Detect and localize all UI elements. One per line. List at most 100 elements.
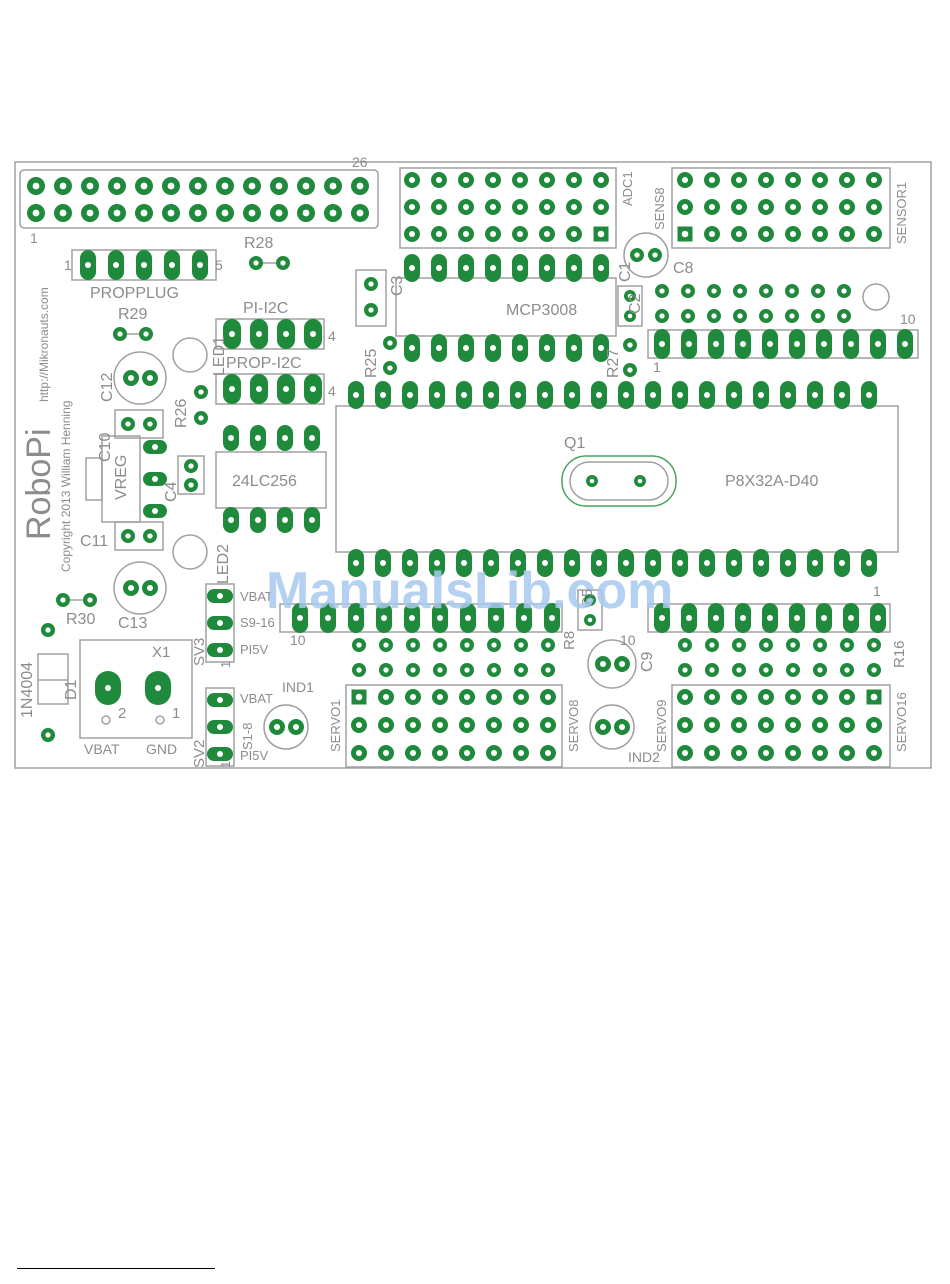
pad-hole <box>325 615 331 621</box>
pad-hole <box>273 723 281 731</box>
pad-hole <box>839 392 845 398</box>
pad-hole <box>437 615 443 621</box>
pad-hole <box>543 203 551 211</box>
pad-hole <box>870 693 878 701</box>
label-gnd-bottom: GND <box>146 741 177 757</box>
pad-hole <box>152 476 158 482</box>
sensor-header-outline <box>671 167 891 249</box>
pad-hole <box>650 392 656 398</box>
prop-i2c-outline <box>215 373 325 405</box>
pad-hole <box>302 182 310 190</box>
pad-hole <box>517 721 525 729</box>
pad-hole <box>713 341 719 347</box>
pad-hole <box>409 345 415 351</box>
pad-hole <box>708 176 716 184</box>
c9-outline <box>587 639 637 689</box>
pad-hole <box>817 667 823 673</box>
pad-hole <box>543 230 551 238</box>
pad-hole <box>789 176 797 184</box>
silkscreen-labels: 26 1 PROPPLUG 1 5 R28 R29 PI-I2C 4 PROP-… <box>19 154 916 768</box>
pad-hole <box>871 667 877 673</box>
pad-hole <box>737 313 743 319</box>
pad-hole <box>763 313 769 319</box>
pad-hole <box>283 386 289 392</box>
q1-inner <box>569 461 669 501</box>
pad-hole <box>627 367 633 373</box>
pad-hole <box>255 517 261 523</box>
pad-hole <box>871 642 877 648</box>
pad-hole <box>816 749 824 757</box>
pad-hole <box>708 749 716 757</box>
pad-hole <box>816 693 824 701</box>
c10-outline <box>114 409 164 439</box>
pad-hole <box>517 693 525 701</box>
pad-hole <box>368 307 374 313</box>
pad-hole <box>248 182 256 190</box>
pad-hole <box>140 209 148 217</box>
pad-hole <box>681 230 689 238</box>
pad-hole <box>785 560 791 566</box>
pad-hole <box>280 260 286 266</box>
pad-hole <box>704 392 710 398</box>
pad-hole <box>681 693 689 701</box>
pad-hole <box>229 386 235 392</box>
vreg-tab <box>85 457 103 501</box>
label-c2: C2 <box>627 293 644 314</box>
label-eeprom: 24LC256 <box>232 473 297 490</box>
label-servo-row-10-right: 10 <box>620 632 636 648</box>
pad-hole <box>464 667 470 673</box>
pad-hole <box>681 176 689 184</box>
pad-hole <box>155 685 161 691</box>
label-x1: X1 <box>152 644 170 661</box>
pad-hole <box>141 262 147 268</box>
pad-hole <box>737 288 743 294</box>
pad-hole <box>368 281 374 287</box>
label-c1: C1 <box>617 261 634 282</box>
label-r29: R29 <box>118 306 147 323</box>
pads <box>27 172 913 761</box>
pad-hole <box>490 721 498 729</box>
pad-hole <box>382 749 390 757</box>
label-sv2-vbat: VBAT <box>240 691 273 706</box>
pad-hole <box>465 615 471 621</box>
component-outlines <box>14 161 932 769</box>
pad-hole <box>217 751 223 757</box>
pad-hole <box>409 693 417 701</box>
pad-hole <box>570 230 578 238</box>
pad-hole <box>844 642 850 648</box>
sv3-outline <box>205 583 235 663</box>
label-vreg: VREG <box>113 455 130 500</box>
led1-outline <box>172 337 208 373</box>
pad-hole <box>32 209 40 217</box>
pad-hole <box>623 392 629 398</box>
pad-hole <box>544 693 552 701</box>
pad-hole <box>709 642 715 648</box>
pad-hole <box>297 615 303 621</box>
pad-hole <box>146 584 154 592</box>
pad-hole <box>866 392 872 398</box>
pad-hole <box>544 749 552 757</box>
pad-hole <box>152 444 158 450</box>
label-x1-2: 2 <box>118 705 126 722</box>
pad-hole <box>685 288 691 294</box>
pad-hole <box>870 749 878 757</box>
label-header-1: 1 <box>30 230 38 246</box>
pad-hole <box>490 345 496 351</box>
pad-hole <box>686 341 692 347</box>
pad-hole <box>461 392 467 398</box>
pad-hole <box>789 288 795 294</box>
pad-hole <box>463 693 471 701</box>
label-ind1: IND1 <box>282 679 314 695</box>
pad-hole <box>436 265 442 271</box>
pad-hole <box>767 615 773 621</box>
footnote-rule <box>17 1268 215 1269</box>
pad-hole <box>356 182 364 190</box>
pad-hole <box>383 642 389 648</box>
pad-hole <box>816 203 824 211</box>
label-c13: C13 <box>118 615 147 632</box>
pad-hole <box>217 647 223 653</box>
pad-hole <box>356 209 364 217</box>
pad-hole <box>587 617 593 623</box>
pad-hole <box>623 560 629 566</box>
label-r16: R16 <box>891 640 908 668</box>
